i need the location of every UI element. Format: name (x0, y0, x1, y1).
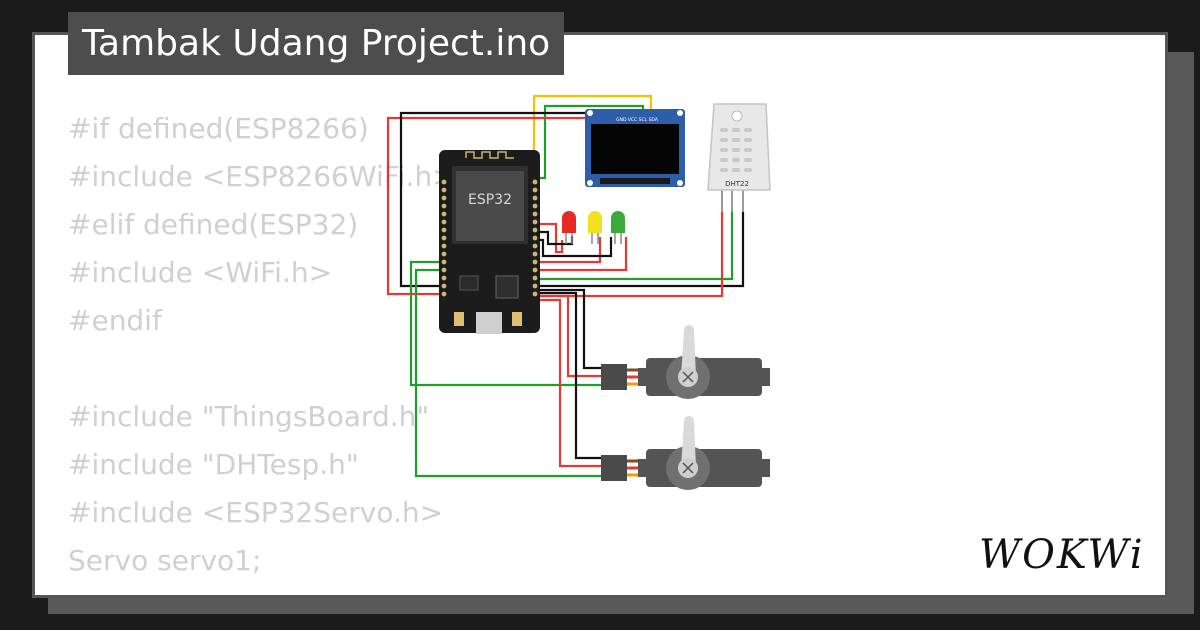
code-preview: #if defined(ESP8266) #include <ESP8266Wi… (68, 105, 456, 595)
led-green[interactable] (611, 211, 625, 244)
esp32-board[interactable]: ESP32 (439, 150, 540, 334)
wire-green-oled (538, 104, 645, 180)
wire-black-servo1 (538, 288, 604, 370)
wire-green-dht (538, 212, 734, 281)
wire-black-servo2 (538, 291, 604, 460)
wire-green-servo1 (409, 260, 604, 387)
code-line: #include <WiFi.h> (68, 256, 333, 289)
led-yellow[interactable] (588, 211, 602, 244)
code-line: Servo servo1; (68, 544, 262, 577)
oled-pin-labels: GND VCC SCL SDA (616, 117, 659, 123)
code-line: #elif defined(ESP32) (68, 208, 359, 241)
led-red[interactable] (562, 211, 576, 244)
wire-red-led3 (538, 237, 628, 272)
oled-display[interactable]: GND VCC SCL SDA (585, 109, 685, 187)
wokwi-logo: WOKWi (979, 532, 1145, 578)
esp32-label: ESP32 (468, 192, 512, 208)
code-line: Servo servo2; (68, 592, 261, 595)
wire-red-led1 (538, 222, 564, 254)
code-line: #endif (68, 304, 162, 337)
dht22-sensor[interactable]: DHT22 (707, 103, 771, 212)
code-line: #include "ThingsBoard.h" (68, 400, 430, 433)
wire-red-servo2 (538, 298, 604, 468)
code-line: #include <ESP32Servo.h> (68, 496, 444, 529)
wire-red-led2 (538, 237, 602, 264)
wire-black-dht (538, 212, 745, 288)
code-line: #include <ESP8266WiFi.h> (68, 160, 456, 193)
dht22-label: DHT22 (725, 180, 749, 188)
wire-black-led2 (538, 237, 613, 258)
servo-motor-1[interactable] (601, 325, 770, 399)
servo-motor-2[interactable] (601, 416, 770, 490)
esp32-right-pins (532, 179, 538, 297)
wire-red-servo1 (538, 294, 604, 378)
code-line: #if defined(ESP8266) (68, 112, 369, 145)
wire-green-servo2 (414, 268, 604, 478)
code-line: #include "DHTesp.h" (68, 448, 359, 481)
esp32-left-pins (441, 179, 447, 297)
wokwi-logo-text: WOKWi (979, 532, 1145, 578)
project-title: Tambak Udang Project.ino (68, 12, 565, 75)
wire-yellow (532, 94, 653, 175)
